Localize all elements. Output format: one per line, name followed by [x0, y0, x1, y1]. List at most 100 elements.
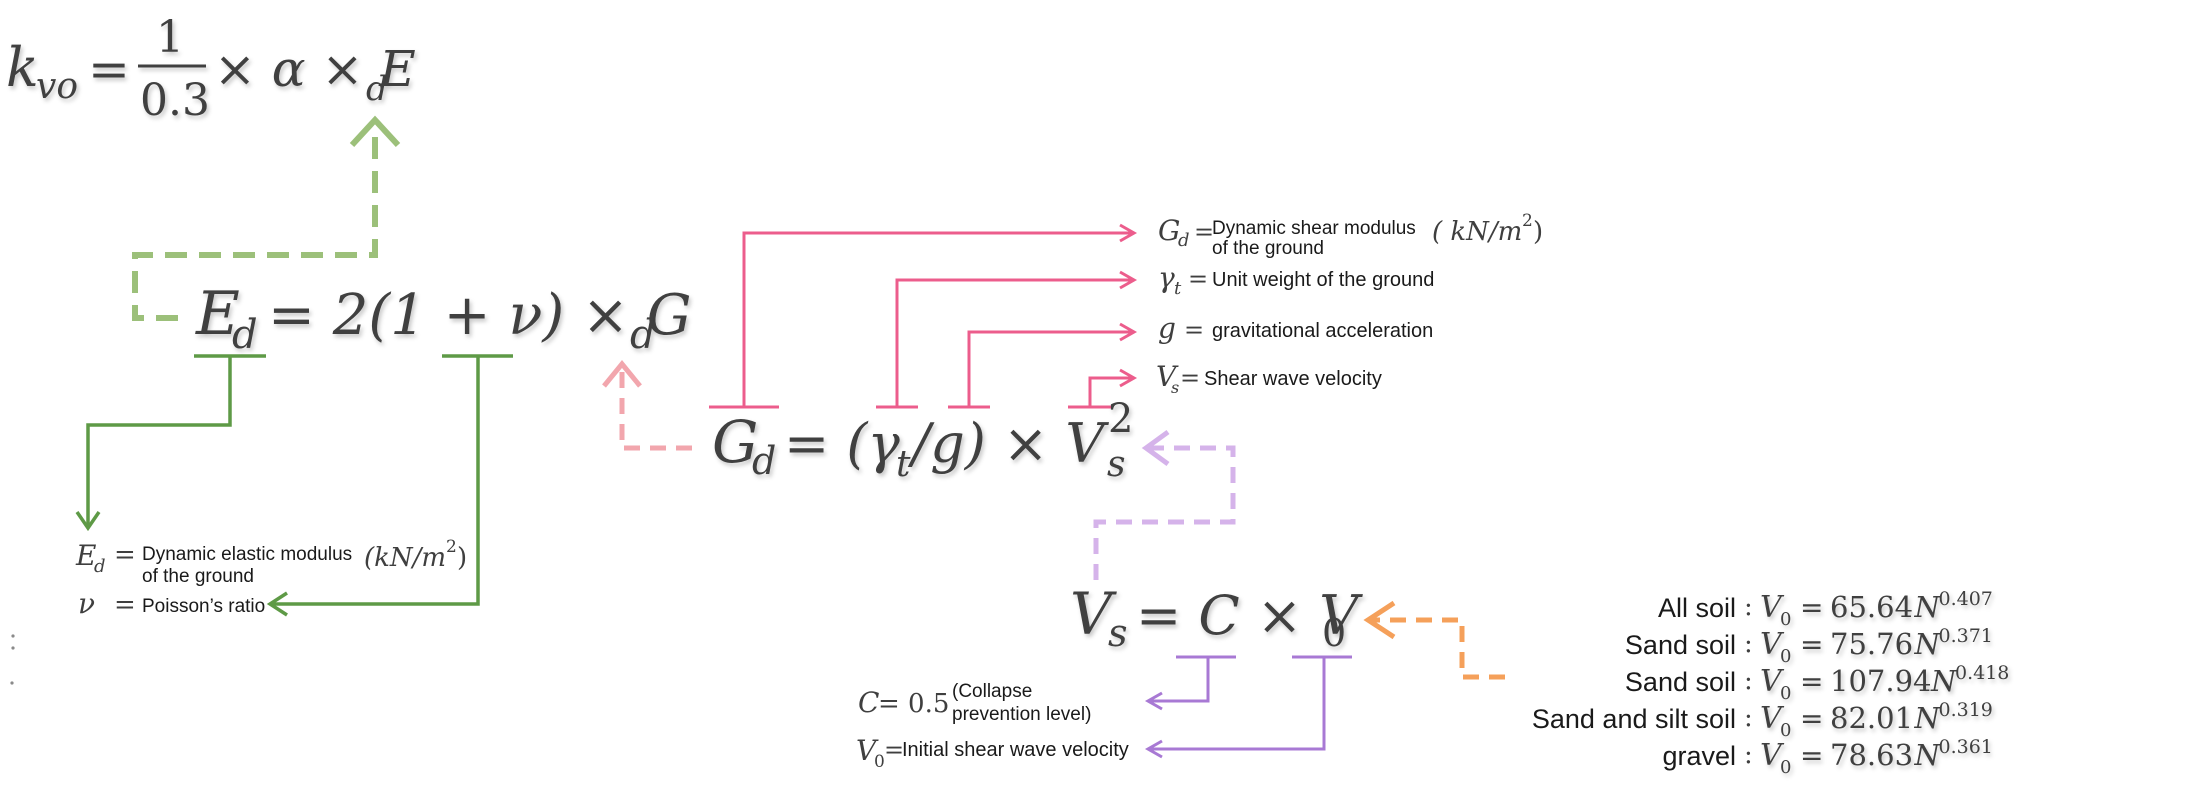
v0-def-equals: =: [884, 736, 904, 764]
vs-def-equals: =: [1180, 364, 1200, 392]
vs-definitions: C = 0.5 (Collapse prevention level) V 0 …: [856, 681, 1129, 772]
vs-definition-row: V s = Shear wave velocity: [1156, 360, 1382, 397]
soil-row-v0-subscript: 0: [1780, 683, 1791, 704]
nu-def-equals: =: [114, 590, 136, 620]
soil-row-colon: :: [1744, 703, 1753, 733]
g-def-equals: =: [1184, 316, 1204, 344]
g-def-text: gravitational acceleration: [1212, 320, 1433, 342]
ed-def-symbol: E: [75, 539, 96, 572]
gamma-def-subscript: t: [1174, 278, 1182, 299]
soil-row-colon: :: [1744, 740, 1753, 770]
gamma-def-symbol: γ: [1158, 261, 1175, 294]
v0-definition-row: V 0 = Initial shear wave velocity: [856, 734, 1129, 772]
g-def-symbol: g: [1158, 312, 1176, 345]
soil-row-coefficient: 107.94: [1830, 664, 1931, 698]
soil-row-label: gravel: [1662, 741, 1736, 771]
soil-row-v0-symbol: V: [1760, 738, 1785, 773]
kvo-formula: k vo = 1 0.3 × α × E d: [6, 12, 416, 126]
soil-row-equals: =: [1800, 628, 1823, 661]
nu-definition-connector: [266, 354, 513, 617]
kvo-ed-subscript: d: [366, 69, 388, 109]
gamma-definition-row: γ t = Unit weight of the ground: [1158, 261, 1434, 299]
c-def-value: = 0.5: [878, 689, 949, 719]
soil-row-coefficient: 65.64: [1830, 590, 1913, 624]
soil-row-n-symbol: N: [1914, 590, 1942, 624]
gd-def-equals: =: [1194, 218, 1214, 246]
ed-definition-row: E d = Dynamic elastic modulus of the gro…: [75, 537, 467, 587]
soil-row-v0-subscript: 0: [1780, 609, 1791, 630]
gd-definitions: G d = Dynamic shear modulus of the groun…: [1156, 211, 1543, 397]
vs-to-gd-connector: [1093, 429, 1236, 580]
gd-def-unit-superscript: 2: [1522, 211, 1533, 231]
soil-row-v0-subscript: 0: [1780, 720, 1791, 741]
soil-row-equals: =: [1800, 591, 1823, 624]
kvo-symbol: k: [6, 36, 39, 99]
soil-row-exponent: 0.371: [1939, 625, 1993, 647]
gamma-def-text: Unit weight of the ground: [1212, 269, 1434, 291]
soil-row-colon: :: [1744, 592, 1753, 622]
ed-formula-rhs: = 2(1 + ν) × G: [268, 283, 692, 348]
kvo-fraction-denominator: 0.3: [140, 75, 210, 126]
soil-row-exponent: 0.319: [1939, 699, 1993, 721]
gd-def-symbol: G: [1158, 214, 1180, 247]
soil-row-v0-symbol: V: [1760, 627, 1785, 662]
soil-row-v0-subscript: 0: [1780, 646, 1791, 667]
soil-row-coefficient: 78.63: [1830, 738, 1913, 772]
gd-def-text-line2: of the ground: [1212, 238, 1324, 259]
g-definition-row: g = gravitational acceleration: [1158, 312, 1433, 345]
ed-formula-lhs: E: [195, 279, 240, 349]
vs-def-text: Shear wave velocity: [1204, 368, 1382, 390]
vs-def-symbol: V: [1156, 360, 1179, 393]
kvo-subscript: vo: [36, 66, 78, 107]
ed-to-kvo-connector: [132, 115, 401, 321]
c-def-text-line2: prevention level): [952, 704, 1091, 725]
soil-row-n-symbol: N: [1914, 701, 1942, 735]
ed-def-unit-superscript: 2: [446, 537, 457, 557]
soil-row-exponent: 0.418: [1955, 662, 2009, 684]
gd-formula-vs-subscript: s: [1107, 444, 1125, 485]
gd-def-subscript: d: [1178, 230, 1190, 251]
vs-formula-rhs-subscript: 0: [1322, 611, 1346, 655]
ed-formula: E d = 2(1 + ν) × G d: [195, 279, 692, 358]
gd-def-unit: ( kN/m: [1432, 217, 1522, 247]
vs-formula-lhs: V: [1070, 580, 1117, 648]
gd-definition-connectors: [709, 223, 1138, 409]
soil-row-label: Sand soil: [1625, 667, 1736, 697]
kvo-rest: × α × E: [214, 40, 416, 98]
nu-definition-row: ν = Poisson’s ratio: [78, 587, 265, 620]
soil-row-n-symbol: N: [1930, 664, 1958, 698]
gd-to-ed-connector: [602, 360, 692, 451]
soil-row-label: All soil: [1658, 593, 1736, 623]
gd-formula-lhs-subscript: d: [752, 439, 776, 483]
ed-def-text-line1: Dynamic elastic modulus: [142, 544, 352, 565]
v0-def-subscript: 0: [874, 752, 885, 772]
soil-row-n-symbol: N: [1914, 738, 1942, 772]
ed-def-unit-close: ): [457, 543, 467, 573]
vs-formula-lhs-subscript: s: [1108, 611, 1128, 655]
soil-row-equals: =: [1800, 702, 1823, 735]
soil-row-colon: :: [1744, 666, 1753, 696]
vs-formula: V s = C × V 0: [1070, 580, 1363, 655]
soil-row-v0-symbol: V: [1760, 590, 1785, 625]
v0-def-symbol: V: [856, 734, 879, 767]
soil-row-n-symbol: N: [1914, 627, 1942, 661]
ed-definitions: E d = Dynamic elastic modulus of the gro…: [75, 537, 467, 620]
gd-formula: G d = (γ t /g) × V s 2: [712, 396, 1133, 485]
soil-row-coefficient: 75.76: [1830, 627, 1913, 661]
soil-row-label: Sand soil: [1625, 630, 1736, 660]
v0-def-text: Initial shear wave velocity: [902, 739, 1129, 761]
kvo-equals: =: [88, 40, 130, 98]
soil-row-equals: =: [1800, 665, 1823, 698]
soil-row-coefficient: 82.01: [1830, 701, 1913, 735]
nu-def-text: Poisson’s ratio: [142, 596, 265, 617]
c-def-symbol: C: [858, 686, 879, 719]
ed-def-text-line2: of the ground: [142, 566, 254, 587]
